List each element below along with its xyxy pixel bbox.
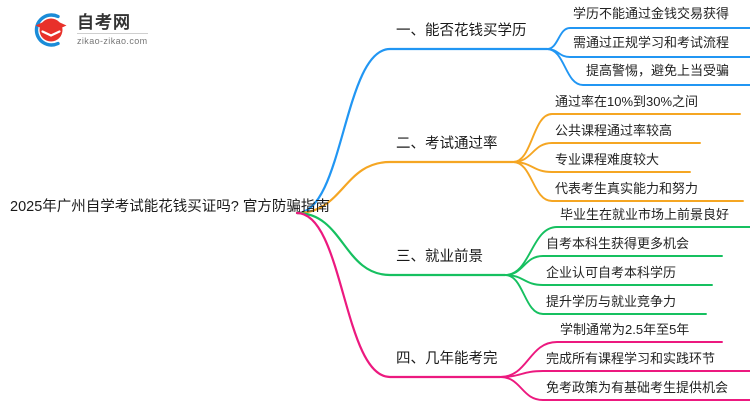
branch-label-3[interactable]: 三、就业前景 [396,249,483,265]
leaf-label-3-4[interactable]: 提升学历与就业竞争力 [546,294,677,309]
root-topic[interactable]: 2025年广州自学考试能花钱买证吗? 官方防骗指南 [10,199,330,215]
graduation-cap-logo-icon [34,13,67,47]
branch-label-4[interactable]: 四、几年能考完 [396,351,498,367]
leaf-label-4-3[interactable]: 免考政策为有基础考生提供机会 [546,380,729,395]
leaf-label-2-1[interactable]: 通过率在10%到30%之间 [555,94,699,109]
logo-name-en: zikao-zikao.com [77,36,148,46]
leaf-label-4-2[interactable]: 完成所有课程学习和实践环节 [546,351,716,366]
leaf-label-3-1[interactable]: 毕业生在就业市场上前景良好 [560,207,730,222]
leaf-label-3-2[interactable]: 自考本科生获得更多机会 [546,236,690,251]
leaf-label-1-1[interactable]: 学历不能通过金钱交易获得 [573,6,730,21]
leaf-label-4-1[interactable]: 学制通常为2.5年至5年 [560,322,690,337]
leaf-label-1-2[interactable]: 需通过正规学习和考试流程 [573,35,730,50]
branch-label-1[interactable]: 一、能否花钱买学历 [396,23,527,39]
leaf-label-2-3[interactable]: 专业课程难度较大 [555,152,660,167]
logo-text-block: 自考网 zikao-zikao.com [77,14,148,46]
leaf-label-3-3[interactable]: 企业认可自考本科学历 [546,265,677,280]
leaf-label-1-3[interactable]: 提高警惕，避免上当受骗 [586,63,730,78]
site-logo: 自考网 zikao-zikao.com [28,11,148,49]
leaf-label-2-2[interactable]: 公共课程通过率较高 [555,123,673,138]
logo-name-cn: 自考网 [77,14,148,34]
leaf-label-2-4[interactable]: 代表考生真实能力和努力 [555,181,699,196]
branch-label-2[interactable]: 二、考试通过率 [396,136,498,152]
